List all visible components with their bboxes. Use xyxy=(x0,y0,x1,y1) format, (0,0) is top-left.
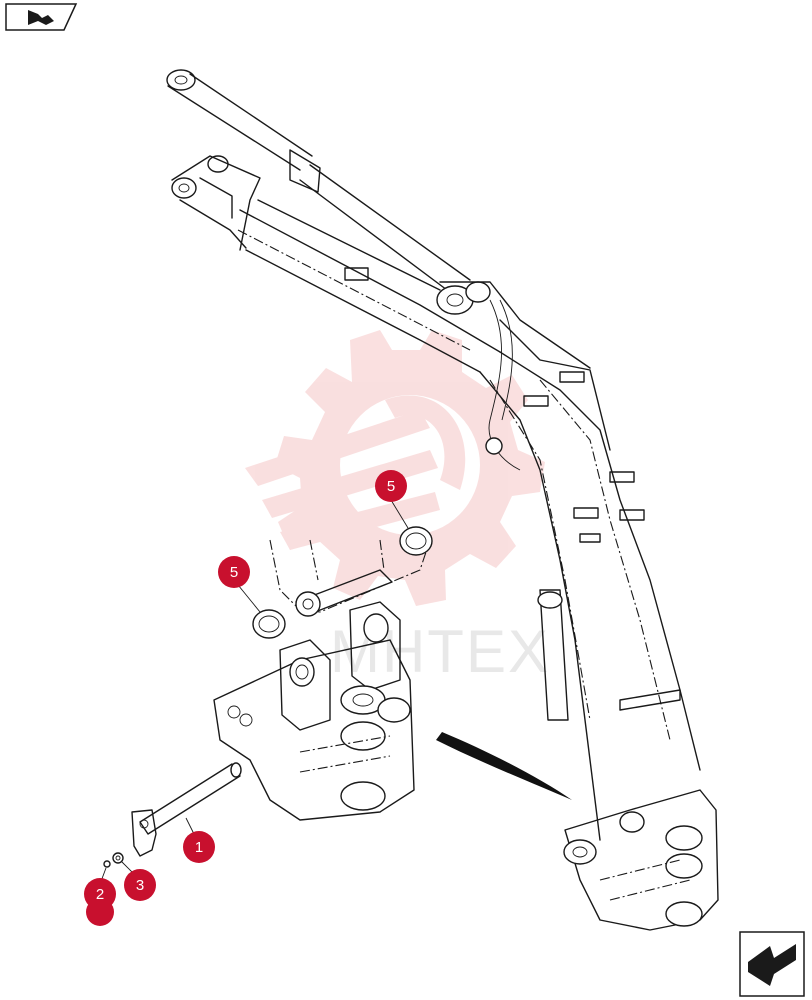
direction-arrow xyxy=(436,732,572,800)
watermark-gear-logo xyxy=(245,330,545,606)
callout-1[interactable]: 1 xyxy=(183,831,215,863)
swing-bracket xyxy=(213,601,415,821)
callout-1-label: 1 xyxy=(195,839,203,856)
shim-upper xyxy=(399,526,433,556)
callout-2[interactable]: 2 xyxy=(84,878,116,910)
callout-2-label: 2 xyxy=(96,886,104,903)
callout-5-lower[interactable]: 5 xyxy=(218,556,250,588)
shim-lower xyxy=(252,609,286,639)
next-page-icon[interactable] xyxy=(739,931,805,997)
callout-3[interactable]: 3 xyxy=(124,869,156,901)
boom-foot-outline xyxy=(269,539,431,617)
washer xyxy=(112,852,124,864)
callout-5-upper-label: 5 xyxy=(387,478,395,495)
bolt xyxy=(103,860,111,868)
pivot-pin xyxy=(131,762,242,857)
previous-page-icon[interactable] xyxy=(5,3,78,31)
boom-assembly xyxy=(166,69,719,931)
callout-5-lower-label: 5 xyxy=(230,564,238,581)
callout-3-label: 3 xyxy=(136,877,144,894)
callout-5-upper[interactable]: 5 xyxy=(375,470,407,502)
watermark-text: MHTEX xyxy=(330,618,550,685)
